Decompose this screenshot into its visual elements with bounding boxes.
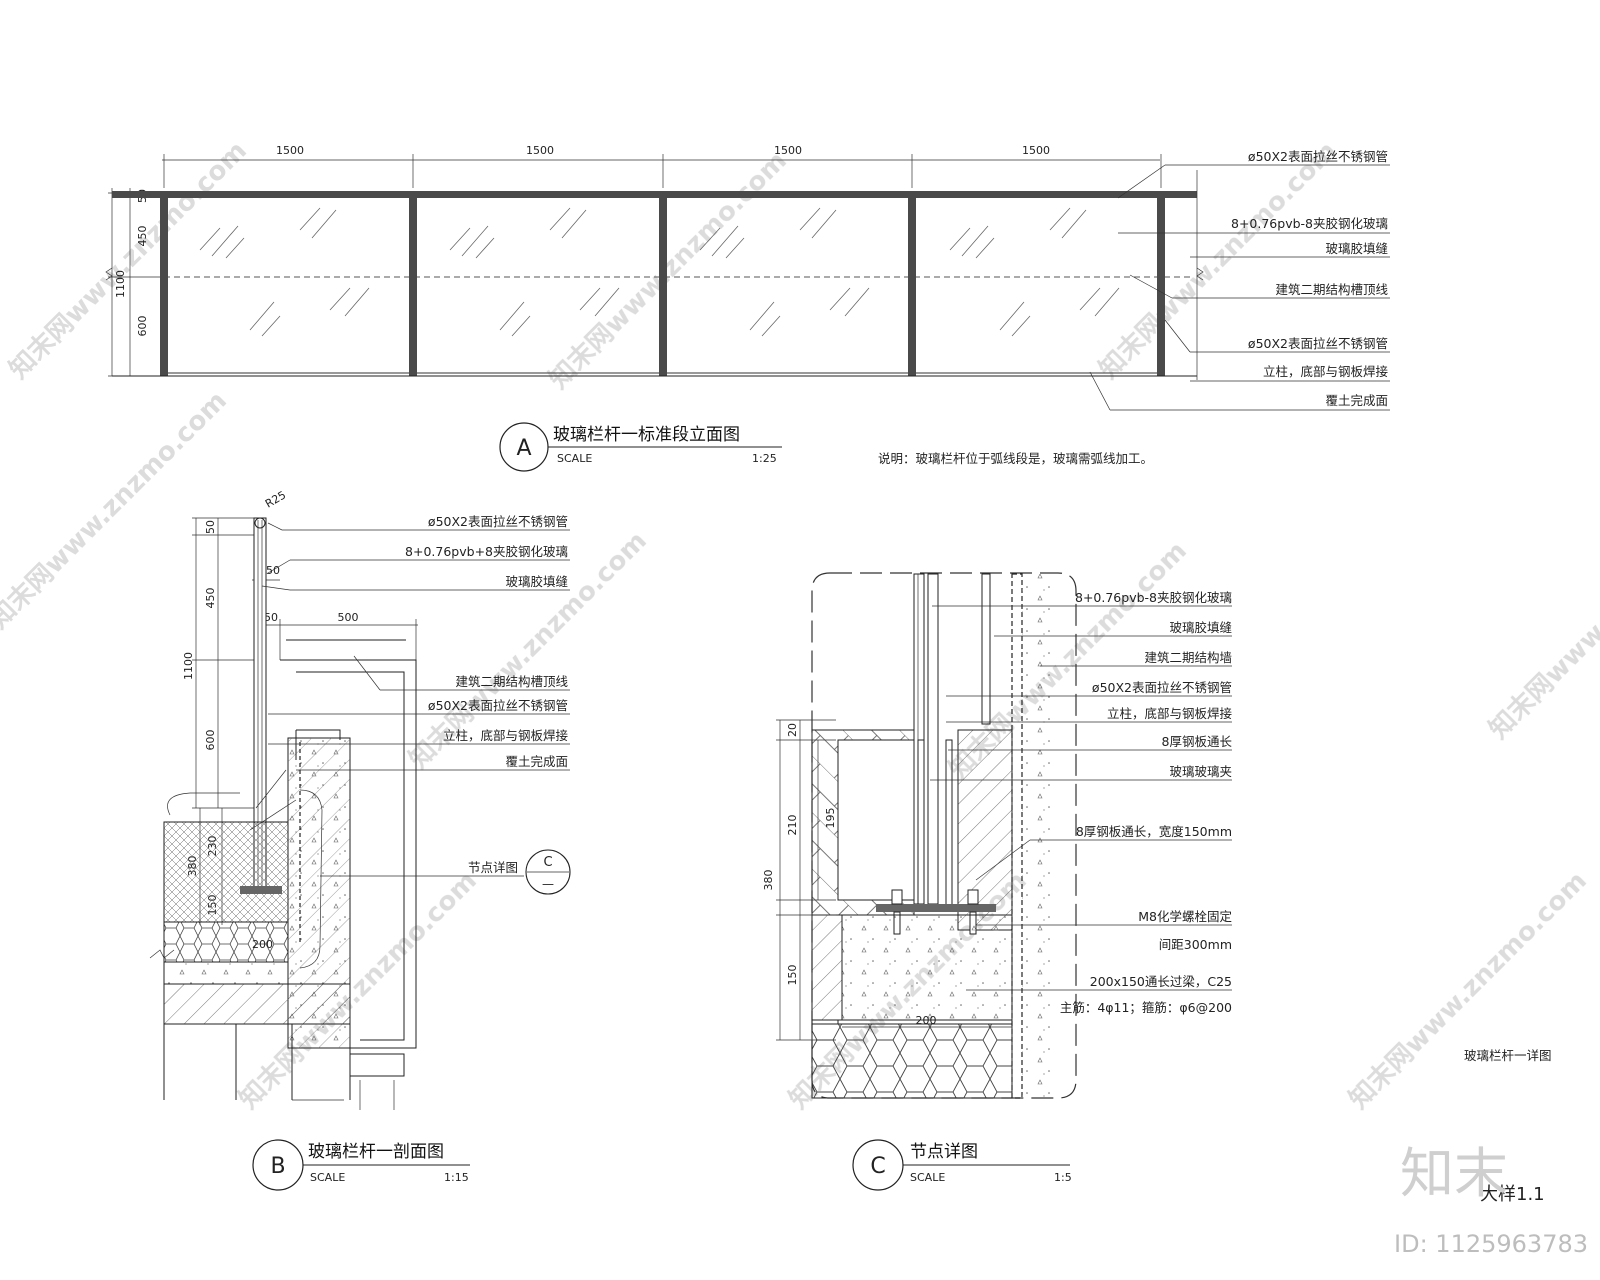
det-vdim-195: 195 <box>824 808 837 829</box>
sec-dim-r25: R25 <box>263 489 288 511</box>
det-vdim-150: 150 <box>786 965 799 986</box>
detail-callout <box>525 849 571 895</box>
det-note-3: 建筑二期结构墙 <box>1144 650 1232 665</box>
sec-vdim-600: 600 <box>204 730 217 751</box>
elev-vdim-450: 450 <box>136 226 149 247</box>
watermark: 知末网www.znzmo.com <box>544 146 793 395</box>
sec-note-5: ø50X2表面拉丝不锈钢管 <box>428 698 568 713</box>
det-note-7: 玻璃玻璃夹 <box>1169 764 1232 779</box>
det-note-1: 8+0.76pvb-8夹胶钢化玻璃 <box>1075 590 1232 605</box>
elev-note-3: 玻璃胶填缝 <box>1325 241 1388 256</box>
elev-note-1: ø50X2表面拉丝不锈钢管 <box>1248 149 1388 164</box>
watermark: 知末网www.znzmo.com <box>4 136 253 385</box>
det-vdim-210: 210 <box>786 815 799 836</box>
sec-note-4: 建筑二期结构槽顶线 <box>455 674 568 689</box>
det-vdim-380: 380 <box>762 870 775 891</box>
sec-dim-200: 200 <box>252 938 273 951</box>
elev-dim-1: 1500 <box>276 144 304 157</box>
watermark: 知末网www.znzmo.com <box>1344 866 1593 1115</box>
elev-note-2: 8+0.76pvb-8夹胶钢化玻璃 <box>1231 216 1388 231</box>
sheet-number: 大样1.1 <box>1480 1184 1545 1205</box>
det-vdim-20: 20 <box>786 723 799 737</box>
elev-note-4: 建筑二期结构槽顶线 <box>1275 282 1388 297</box>
sec-dim-50a: 50 <box>266 564 280 577</box>
elev-dim-2: 1500 <box>526 144 554 157</box>
section-drawing: R25 50 50 500 50 450 1100 600 380 230 15… <box>149 489 571 1191</box>
detail-drawing: 20 195 210 380 150 200 8+0.76pvb-8夹胶钢化玻璃… <box>762 572 1233 1191</box>
elevation-drawing: 1500 1500 1500 1500 50 450 600 1100 <box>105 144 1390 472</box>
det-note-10: 间距300mm <box>1159 937 1232 952</box>
sec-vdim-50: 50 <box>204 520 217 534</box>
elev-note-6: 立柱，底部与钢板焊接 <box>1263 364 1389 379</box>
det-note-12: 主筋：4φ11；箍筋：φ6@200 <box>1060 1000 1232 1015</box>
section-title-block: B 玻璃栏杆一剖面图 SCALE 1:15 <box>252 1139 470 1191</box>
elevation-title-block: A 玻璃栏杆一标准段立面图 SCALE 1:25 说明：玻璃栏杆位于弧线段是，玻… <box>499 422 1153 472</box>
sec-note-1: ø50X2表面拉丝不锈钢管 <box>428 514 568 529</box>
site-logo: 知末 <box>1400 1142 1508 1205</box>
det-title: 节点详图 <box>910 1142 978 1162</box>
sec-scale: 1:15 <box>444 1171 469 1184</box>
sec-title: 玻璃栏杆一剖面图 <box>308 1142 444 1162</box>
sec-title-letter: B <box>270 1154 285 1179</box>
sec-note-3: 玻璃胶填缝 <box>505 574 568 589</box>
det-note-4: ø50X2表面拉丝不锈钢管 <box>1092 680 1232 695</box>
callout-letter: C <box>543 855 552 870</box>
watermark: 知末网www.znzmo.com <box>0 386 233 635</box>
det-scale: 1:5 <box>1054 1171 1072 1184</box>
sec-note-2: 8+0.76pvb+8夹胶钢化玻璃 <box>405 544 568 559</box>
callout-sub: — <box>542 877 554 891</box>
elev-title-letter: A <box>516 436 531 461</box>
elev-title: 玻璃栏杆一标准段立面图 <box>553 425 740 445</box>
sec-scale-label: SCALE <box>310 1171 345 1184</box>
elev-note-7: 覆土完成面 <box>1325 393 1388 408</box>
det-note-11: 200x150通长过梁，C25 <box>1090 974 1232 989</box>
det-note-5: 立柱，底部与钢板焊接 <box>1107 706 1233 721</box>
elev-scale: 1:25 <box>752 452 777 465</box>
elev-remark: 说明：玻璃栏杆位于弧线段是，玻璃需弧线加工。 <box>878 451 1153 466</box>
detail-title-block: C 节点详图 SCALE 1:5 <box>852 1139 1072 1191</box>
elev-dim-3: 1500 <box>774 144 802 157</box>
sheet-caption: 玻璃栏杆一详图 <box>1464 1048 1552 1063</box>
elev-vdim-600: 600 <box>136 316 149 337</box>
sec-dim-50b: 50 <box>264 611 278 624</box>
image-id: ID: 1125963783 <box>1394 1230 1588 1258</box>
sec-note-7: 覆土完成面 <box>505 754 568 769</box>
sec-vdim-1100: 1100 <box>182 652 195 680</box>
det-note-6: 8厚钢板通长 <box>1162 734 1233 749</box>
det-title-letter: C <box>870 1154 885 1179</box>
sec-note-6: 立柱，底部与钢板焊接 <box>443 728 569 743</box>
sec-note-8: 节点详图 <box>468 860 518 875</box>
sec-vdim-450: 450 <box>204 588 217 609</box>
elev-scale-label: SCALE <box>557 452 592 465</box>
watermark: 知末网www.znzmo.com <box>1484 496 1600 745</box>
det-note-9: M8化学螺栓固定 <box>1138 909 1232 924</box>
elev-dim-4: 1500 <box>1022 144 1050 157</box>
det-note-8: 8厚钢板通长，宽度150mm <box>1076 824 1232 839</box>
sec-dim-500: 500 <box>338 611 359 624</box>
elev-vdim-1100: 1100 <box>114 270 127 298</box>
det-dim-200: 200 <box>916 1014 937 1027</box>
det-scale-label: SCALE <box>910 1171 945 1184</box>
det-note-2: 玻璃胶填缝 <box>1169 620 1232 635</box>
elev-note-5: ø50X2表面拉丝不锈钢管 <box>1248 336 1388 351</box>
